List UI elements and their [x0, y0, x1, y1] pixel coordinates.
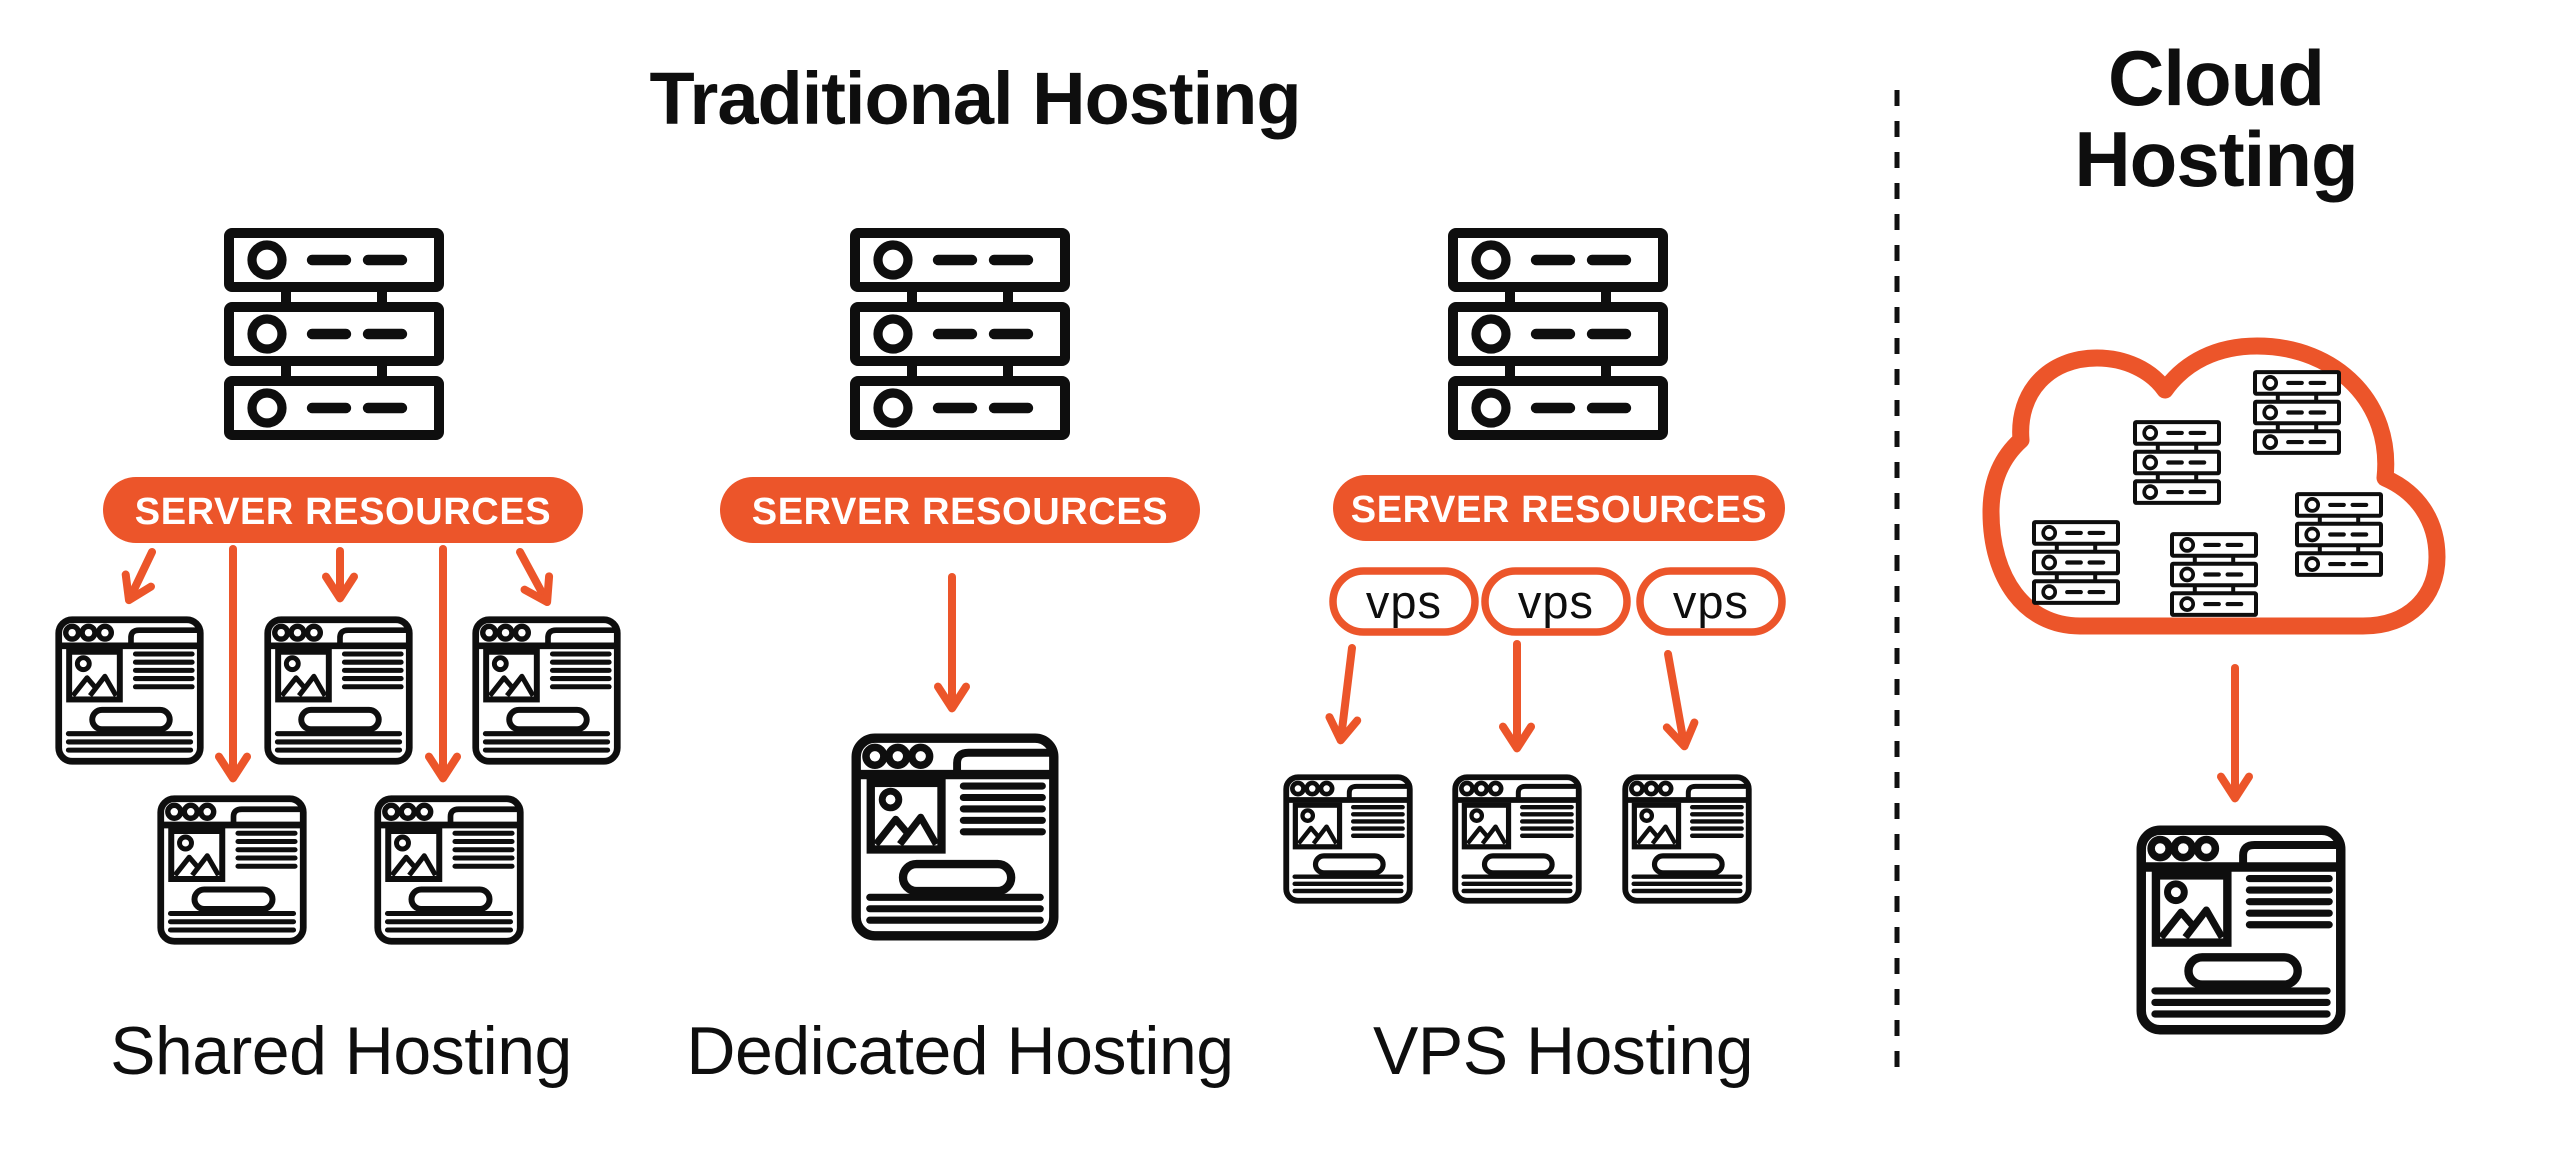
- vps-pill-label: vps: [1673, 575, 1749, 628]
- website-browser-icon: [856, 738, 1054, 936]
- server-resources-pill: [1333, 475, 1785, 541]
- server-resources-label: SERVER RESOURCES: [1351, 489, 1767, 531]
- vps-pill-label: vps: [1366, 575, 1442, 628]
- vps-hosting-label: VPS Hosting: [1372, 1013, 1754, 1089]
- server-stack-icon: [2172, 534, 2256, 615]
- down-arrow-icon: [1325, 644, 1362, 745]
- server-resources-label: SERVER RESOURCES: [752, 491, 1168, 533]
- down-arrow-icon: [121, 548, 156, 605]
- server-resources-pill: [720, 477, 1200, 543]
- website-browser-icon: [1286, 777, 1410, 901]
- website-browser-icon: [378, 799, 521, 942]
- vps-pill: [1636, 567, 1786, 636]
- server-resources-pill: [103, 477, 583, 543]
- server-stack-icon: [2034, 522, 2118, 603]
- cloud-hosting-title: Cloud Hosting: [2074, 34, 2358, 204]
- vps-pill-label: vps: [1518, 575, 1594, 628]
- server-stack-icon: [2297, 494, 2381, 575]
- website-browser-icon: [268, 620, 410, 762]
- cloud-title-line2: Hosting: [2074, 115, 2358, 204]
- dedicated-hosting-label: Dedicated Hosting: [686, 1013, 1234, 1089]
- shared-arrows: [121, 545, 554, 783]
- shared-hosting-label: Shared Hosting: [110, 1013, 572, 1089]
- website-browser-icon: [59, 620, 201, 762]
- vps-arrows: [1325, 640, 1699, 753]
- vps-pill: [1481, 567, 1631, 636]
- server-stack-icon: [1453, 233, 1663, 435]
- vps-hosting-group: SERVER RESOURCES vps vps vps: [1286, 233, 1786, 901]
- down-arrow-icon: [1662, 650, 1699, 751]
- website-browser-icon: [476, 620, 618, 762]
- website-browser-icon: [1455, 777, 1579, 901]
- down-arrow-icon: [516, 548, 554, 607]
- dedicated-hosting-group: SERVER RESOURCES: [720, 233, 1200, 936]
- server-stack-icon: [2255, 372, 2339, 453]
- server-stack-icon: [229, 233, 439, 435]
- server-stack-icon: [855, 233, 1065, 435]
- cloud-hosting-group: [1982, 337, 2446, 1030]
- traditional-hosting-title: Traditional Hosting: [649, 57, 1301, 140]
- vps-pill: [1329, 567, 1479, 636]
- server-resources-label: SERVER RESOURCES: [135, 491, 551, 533]
- website-browser-icon: [161, 799, 304, 942]
- server-stack-icon: [2135, 422, 2219, 503]
- cloud-title-line1: Cloud: [2108, 34, 2325, 122]
- website-browser-icon: [2141, 830, 2341, 1030]
- website-browser-icon: [1625, 777, 1749, 901]
- shared-hosting-group: SERVER RESOURCES: [59, 233, 618, 941]
